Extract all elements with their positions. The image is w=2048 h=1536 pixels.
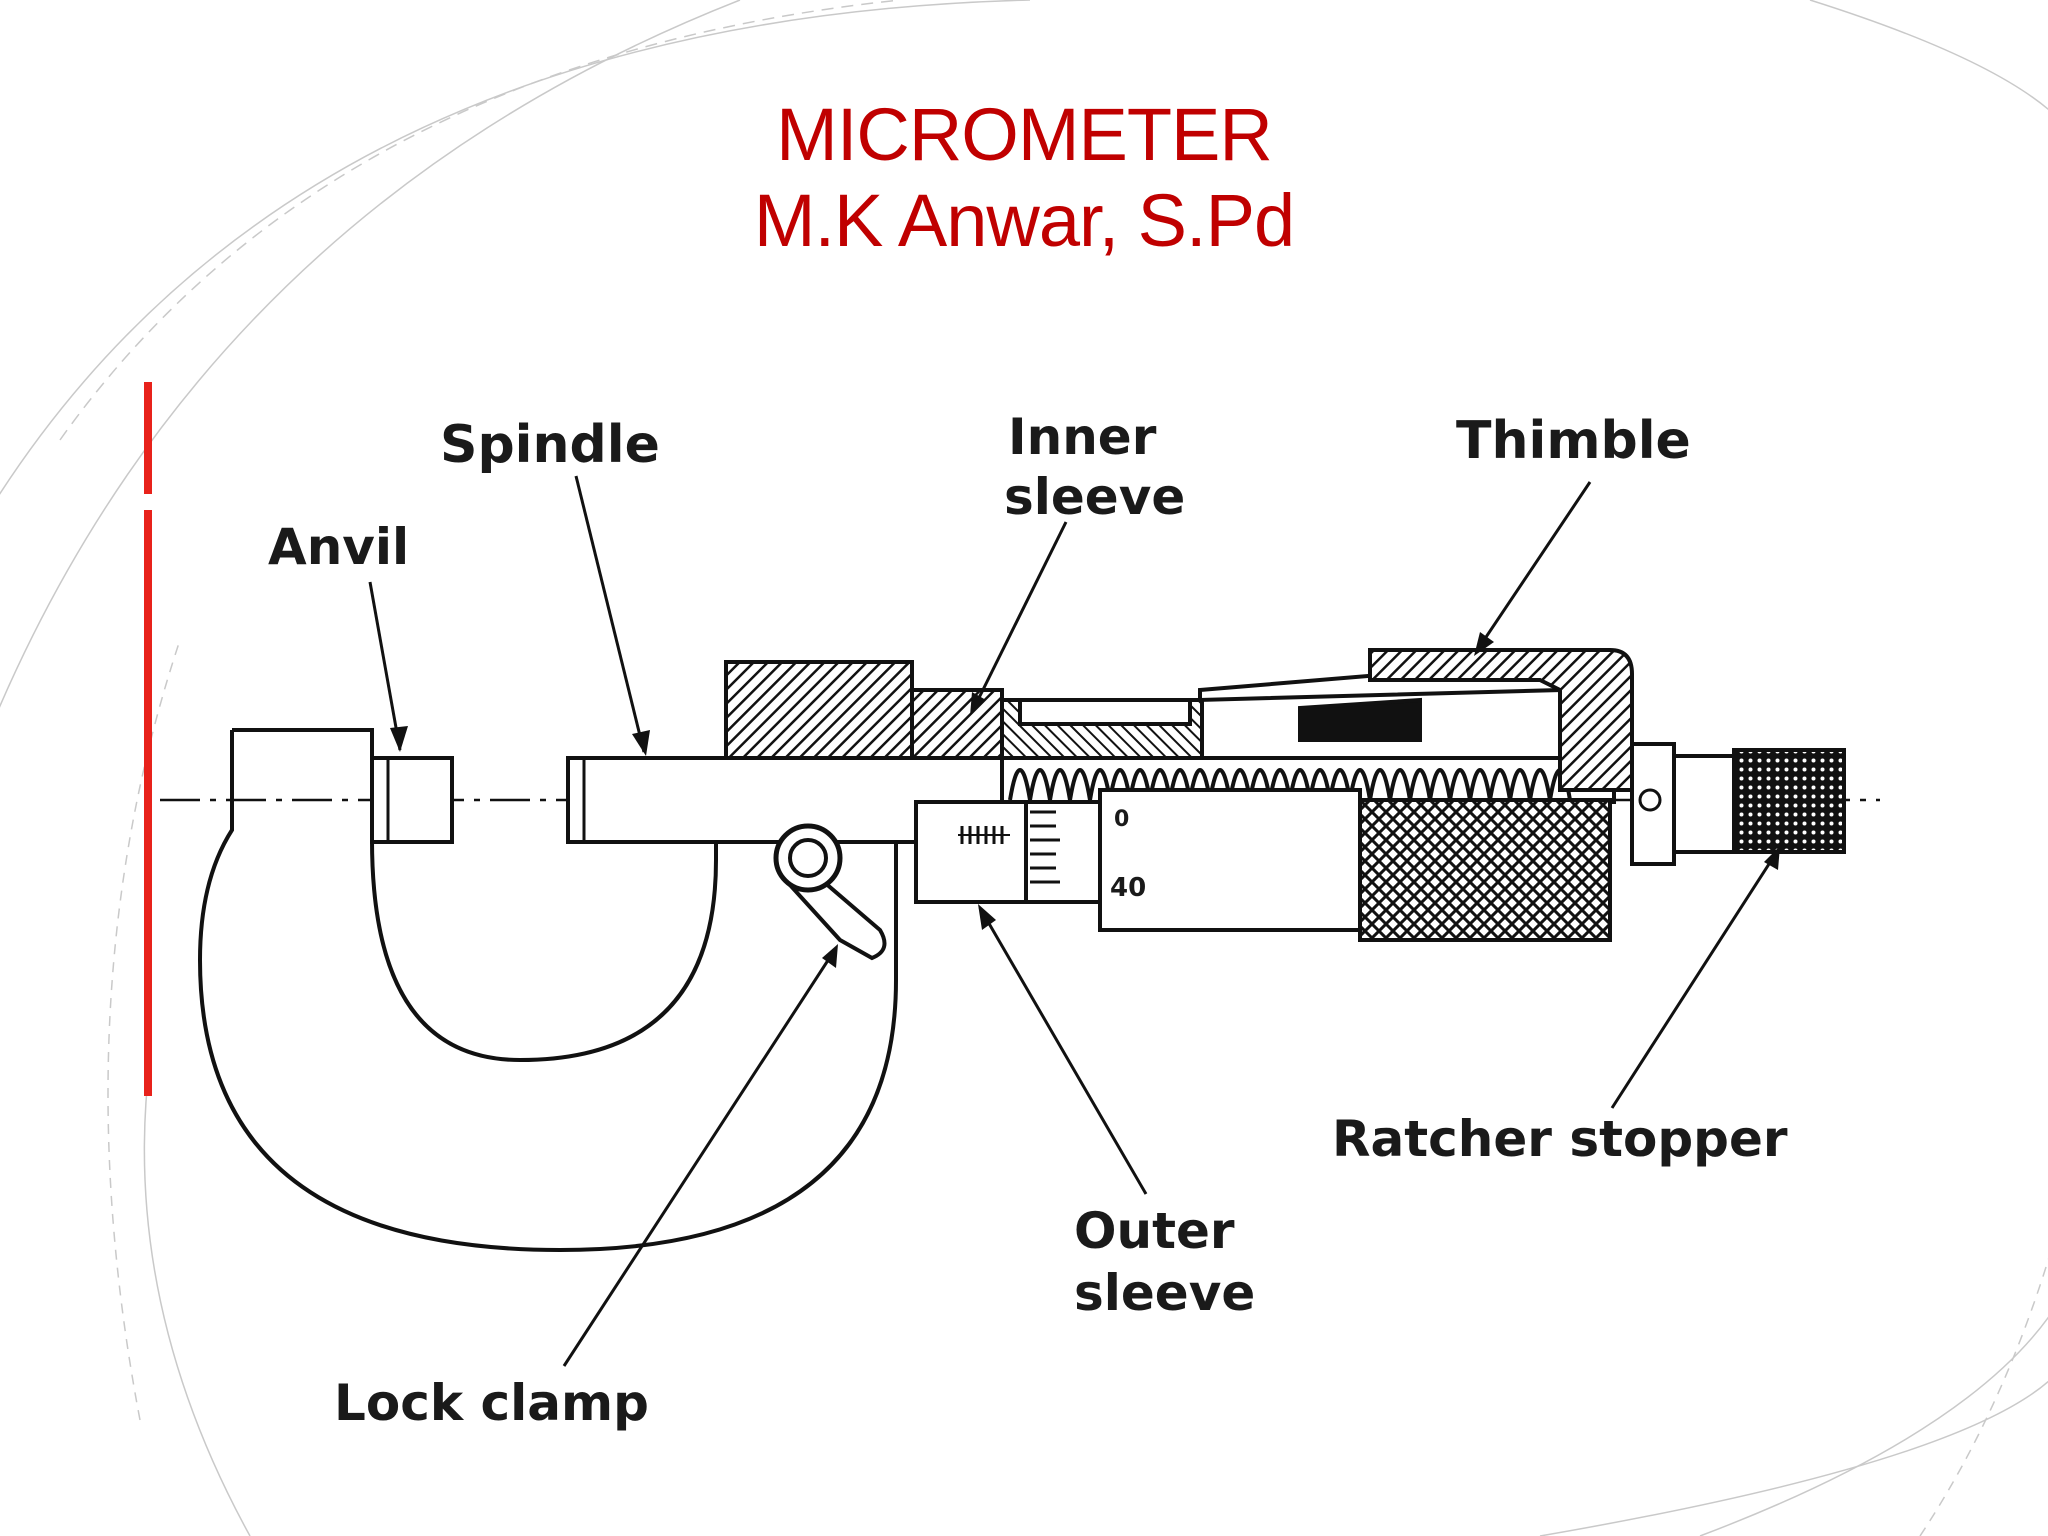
thimble-scale: 0 40	[1024, 788, 1362, 932]
leader-arrowheads	[390, 632, 1780, 968]
deco-arc	[1699, 1316, 2048, 1536]
deco-arc	[1919, 1258, 2048, 1536]
label-anvil: Anvil	[268, 518, 409, 576]
slide-title-block: MICROMETER M.K Anwar, S.Pd	[0, 92, 2048, 264]
label-thimble: Thimble	[1456, 411, 1691, 471]
leader-lines	[368, 475, 1780, 1367]
anvil	[370, 756, 454, 844]
accent-bar-long	[144, 510, 152, 1096]
deco-arc	[0, 0, 1031, 496]
thimble	[1358, 648, 1634, 942]
label-outer-sleeve-line1: Outer	[1074, 1202, 1235, 1260]
lock-clamp	[773, 823, 887, 961]
leader-inner-sleeve	[970, 521, 1068, 713]
leader-outer-sleeve	[978, 907, 1148, 1195]
ratchet-stopper	[1630, 742, 1846, 866]
label-spindle: Spindle	[440, 415, 660, 475]
leader-ratchet	[1610, 849, 1780, 1109]
label-inner-sleeve-line2: sleeve	[1004, 468, 1185, 526]
deco-arc	[59, 0, 901, 441]
slide-title: MICROMETER	[776, 93, 1273, 176]
label-inner-sleeve-line1: Inner	[1008, 408, 1157, 466]
slide-author: M.K Anwar, S.Pd	[753, 179, 1295, 262]
thimble-mark-0: 0	[1114, 807, 1129, 832]
outer-sleeve	[914, 800, 1028, 904]
deco-arc	[1539, 1380, 2048, 1536]
leader-lock-clamp	[562, 947, 838, 1367]
deco-arc	[143, 1059, 251, 1536]
label-outer-sleeve-line2: sleeve	[1074, 1264, 1255, 1322]
label-ratchet-stopper: Ratcher stopper	[1332, 1110, 1788, 1168]
label-lock-clamp: Lock clamp	[334, 1374, 649, 1432]
deco-arc	[0, 0, 741, 708]
accent-bar-short	[144, 382, 152, 494]
deco-arc	[1809, 0, 2048, 111]
thimble-mark-40: 40	[1110, 873, 1146, 903]
frame	[197, 728, 898, 1253]
leader-anvil	[368, 581, 402, 751]
leader-spindle	[574, 475, 646, 753]
leader-thimble	[1474, 481, 1592, 653]
